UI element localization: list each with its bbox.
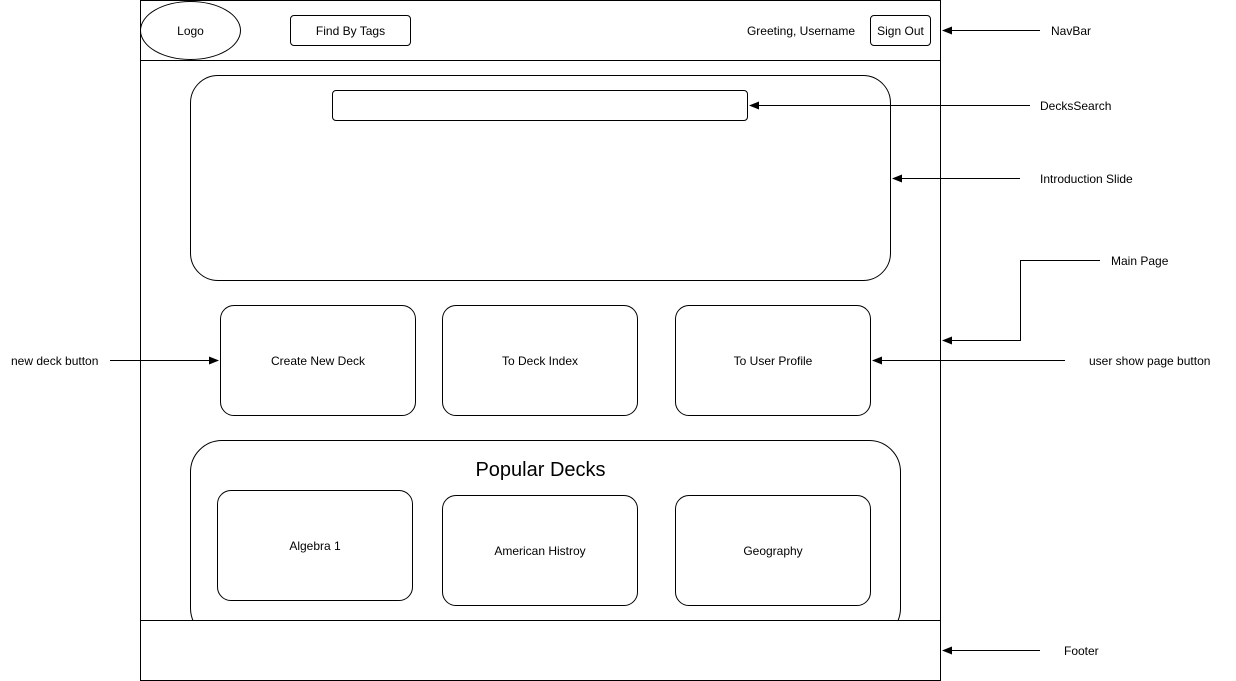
sign-out-button[interactable]: Sign Out: [870, 15, 931, 46]
annotation-introduction-slide: Introduction Slide: [1040, 172, 1133, 186]
main-page-arrow: [942, 260, 1100, 345]
decks-search-input[interactable]: [332, 90, 748, 121]
to-user-profile-button[interactable]: To User Profile: [675, 305, 871, 416]
deck-card-label: Geography: [743, 543, 803, 558]
deck-card-american-history[interactable]: American Histroy: [442, 495, 638, 606]
create-new-deck-label: Create New Deck: [270, 353, 366, 368]
to-user-profile-label: To User Profile: [733, 353, 813, 368]
deck-card-label: Algebra 1: [289, 538, 341, 553]
annotation-footer: Footer: [1064, 644, 1099, 658]
annotation-new-deck-button: new deck button: [11, 354, 99, 368]
popular-decks-title: Popular Decks: [190, 455, 891, 485]
greeting-text: Greeting, Username: [740, 15, 862, 46]
popular-decks-title-text: Popular Decks: [475, 458, 606, 481]
logo[interactable]: Logo: [140, 1, 241, 60]
footer: [140, 620, 941, 681]
find-by-tags-button[interactable]: Find By Tags: [290, 15, 411, 46]
annotation-decks-search: DecksSearch: [1040, 99, 1112, 113]
find-by-tags-label: Find By Tags: [315, 23, 386, 38]
sign-out-label: Sign Out: [877, 23, 924, 38]
annotation-navbar: NavBar: [1051, 24, 1092, 38]
create-new-deck-button[interactable]: Create New Deck: [220, 305, 416, 416]
deck-card-geography[interactable]: Geography: [675, 495, 871, 606]
annotation-main-page: Main Page: [1111, 254, 1169, 268]
deck-card-algebra[interactable]: Algebra 1: [217, 490, 413, 601]
annotation-user-show-page-button: user show page button: [1089, 354, 1211, 368]
greeting-label: Greeting, Username: [746, 23, 856, 38]
logo-text: Logo: [177, 23, 204, 38]
to-deck-index-button[interactable]: To Deck Index: [442, 305, 638, 416]
deck-card-label: American Histroy: [494, 543, 586, 558]
to-deck-index-label: To Deck Index: [501, 353, 579, 368]
